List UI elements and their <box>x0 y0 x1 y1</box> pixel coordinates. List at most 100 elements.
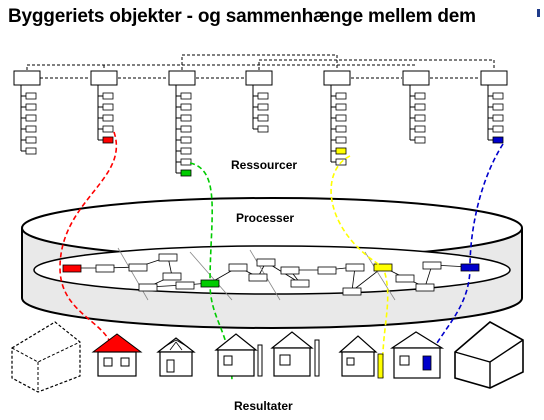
solid-house-edges <box>454 339 524 388</box>
highlighted-resource <box>335 147 347 155</box>
yellow-component <box>377 353 384 379</box>
resource-box <box>335 114 347 122</box>
blue-component <box>422 355 432 371</box>
process-box <box>256 258 276 267</box>
process-box <box>290 279 310 288</box>
resource-box <box>492 103 504 111</box>
tree-root-box <box>480 70 508 86</box>
process-divider <box>364 251 396 301</box>
resource-box <box>414 103 426 111</box>
resource-box <box>492 114 504 122</box>
resource-box <box>180 92 192 100</box>
resource-box <box>102 114 114 122</box>
resource-box <box>180 114 192 122</box>
resource-box <box>257 92 269 100</box>
resource-tree <box>168 70 196 177</box>
processes-label: Processer <box>236 211 295 225</box>
highlighted-process <box>62 264 82 273</box>
framed-house-icon <box>214 333 263 377</box>
resource-box <box>25 125 37 133</box>
truss-web <box>163 339 189 351</box>
wall-panel <box>314 339 320 377</box>
tree-root-box <box>13 70 41 86</box>
resource-tree <box>245 70 273 133</box>
process-box <box>395 274 415 283</box>
resource-tree <box>323 70 351 166</box>
tree-root-box <box>323 70 351 86</box>
resource-box <box>257 114 269 122</box>
tree-connector <box>181 54 338 70</box>
resource-box <box>414 92 426 100</box>
tree-connector <box>26 64 416 75</box>
house-window <box>346 357 355 366</box>
process-box <box>128 263 148 272</box>
process-box <box>95 264 115 273</box>
resource-box <box>492 125 504 133</box>
resource-box <box>335 125 347 133</box>
tree-root-box <box>90 70 118 86</box>
result-buildings <box>11 321 524 393</box>
page-title: Byggeriets objekter - og sammenhænge mel… <box>8 6 476 27</box>
resources-label: Ressourcer <box>231 158 298 172</box>
highlighted-resource <box>102 136 114 144</box>
house-window <box>399 355 410 366</box>
resource-box <box>25 103 37 111</box>
blue-window-house-icon <box>390 331 445 379</box>
highlighted-resource <box>180 169 192 177</box>
yellow-house-icon <box>338 335 384 379</box>
resource-box <box>257 103 269 111</box>
results-label: Resultater <box>234 399 293 413</box>
trace-links <box>59 131 504 381</box>
process-box <box>422 261 442 270</box>
solid-house-icon <box>454 321 524 389</box>
solid-house-outline <box>454 321 524 389</box>
wireframe-edges <box>11 341 81 392</box>
resource-box <box>102 125 114 133</box>
process-box <box>342 287 362 296</box>
walls-house-icon <box>270 331 320 377</box>
resource-box <box>180 147 192 155</box>
corner-mark <box>537 9 540 17</box>
process-box <box>228 263 248 272</box>
process-ring <box>21 197 523 329</box>
resource-tree <box>480 70 508 144</box>
framed-roof <box>214 333 258 351</box>
house-wall <box>217 349 255 377</box>
process-box <box>280 266 300 275</box>
resource-box <box>257 125 269 133</box>
resource-box <box>180 103 192 111</box>
resource-box <box>414 136 426 144</box>
tree-root-box <box>168 70 196 86</box>
process-box <box>345 263 365 272</box>
resource-box <box>180 136 192 144</box>
walls-roof <box>270 331 314 349</box>
house-wall <box>273 347 311 377</box>
process-box <box>317 266 337 275</box>
resource-box <box>180 158 192 166</box>
process-box <box>175 281 195 290</box>
wall-panel <box>257 344 263 377</box>
highlighted-resource <box>492 136 504 144</box>
house-window <box>223 355 233 366</box>
resource-box <box>25 114 37 122</box>
house-window <box>279 354 291 366</box>
process-box <box>415 283 435 292</box>
resource-tree <box>13 70 41 155</box>
wireframe-outline <box>11 321 81 393</box>
truss-house-icon <box>156 337 196 377</box>
process-box <box>162 272 182 281</box>
yellow-house-roof <box>338 335 378 353</box>
process-box <box>158 253 178 262</box>
tree-root-box <box>245 70 273 86</box>
ring-inner-band <box>33 245 511 295</box>
house-wall <box>393 347 441 379</box>
resource-box <box>25 147 37 155</box>
resource-box <box>414 114 426 122</box>
red-roof-house-icon <box>91 333 143 377</box>
process-box <box>138 283 158 292</box>
resource-box <box>335 92 347 100</box>
process-divider <box>189 251 233 301</box>
resource-trees <box>13 54 508 177</box>
